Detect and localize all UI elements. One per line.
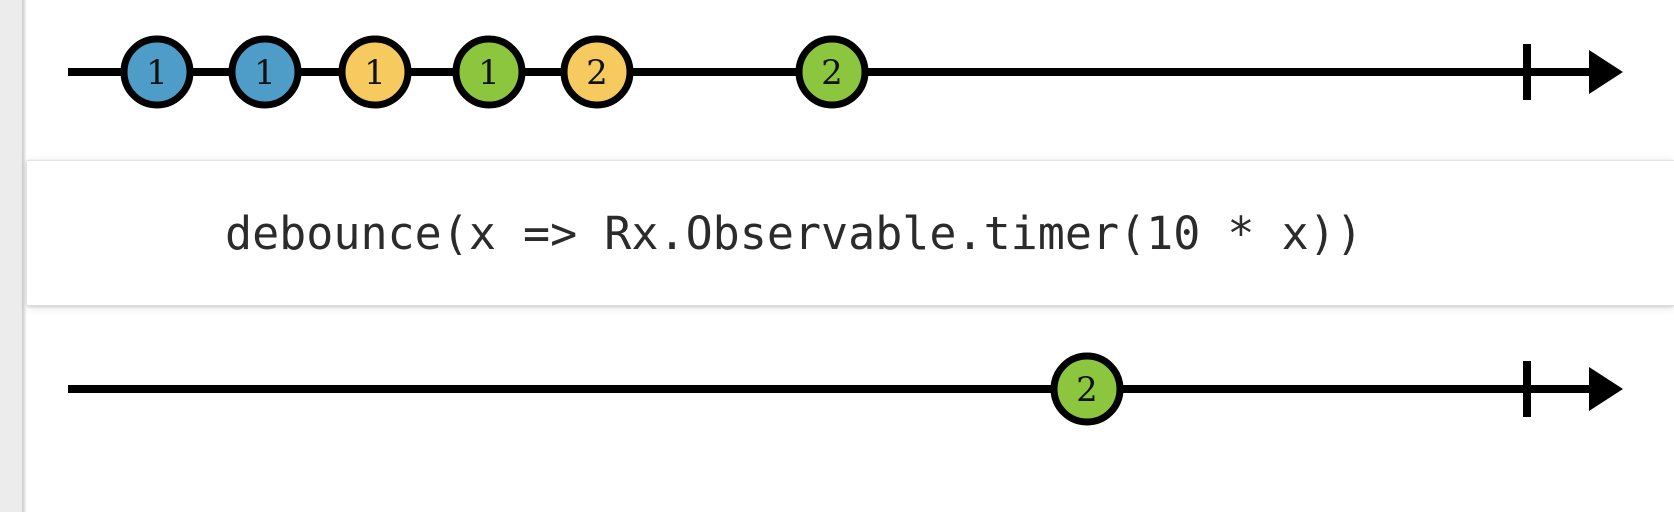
output-timeline-svg: 2 <box>68 352 1623 426</box>
marble-circle[interactable] <box>338 35 412 109</box>
marble-label: 1 <box>478 53 500 93</box>
marble-circle[interactable] <box>452 35 526 109</box>
marble[interactable]: 1 <box>338 35 412 109</box>
marble[interactable]: 1 <box>452 35 526 109</box>
marble-label: 1 <box>364 53 386 93</box>
output-stream-row: 2 <box>27 340 1674 512</box>
marble[interactable]: 2 <box>560 35 634 109</box>
marble[interactable]: 1 <box>120 35 194 109</box>
input-stream-row: 1 1 1 1 2 2 <box>27 0 1674 155</box>
marble[interactable]: 2 <box>795 35 869 109</box>
left-gutter <box>0 0 22 512</box>
marble-circle[interactable] <box>560 35 634 109</box>
marble-circle[interactable] <box>228 35 302 109</box>
marble-label: 2 <box>586 53 608 93</box>
operator-code-text: debounce(x => Rx.Observable.timer(10 * x… <box>225 206 1363 260</box>
marble-label: 2 <box>1076 370 1098 410</box>
marble-label: 1 <box>146 53 168 93</box>
marble-label: 1 <box>254 53 276 93</box>
marble[interactable]: 2 <box>1050 352 1124 426</box>
marble-circle[interactable] <box>1050 352 1124 426</box>
input-timeline-svg: 1 1 1 1 2 2 <box>68 35 1623 109</box>
timeline-arrowhead-icon <box>1589 367 1623 411</box>
marble-label: 2 <box>821 53 843 93</box>
marble-circle[interactable] <box>120 35 194 109</box>
marble-circle[interactable] <box>795 35 869 109</box>
marble[interactable]: 1 <box>228 35 302 109</box>
operator-code-box[interactable]: debounce(x => Rx.Observable.timer(10 * x… <box>27 160 1674 306</box>
timeline-arrowhead-icon <box>1589 50 1623 94</box>
left-gutter-edge <box>22 0 27 512</box>
